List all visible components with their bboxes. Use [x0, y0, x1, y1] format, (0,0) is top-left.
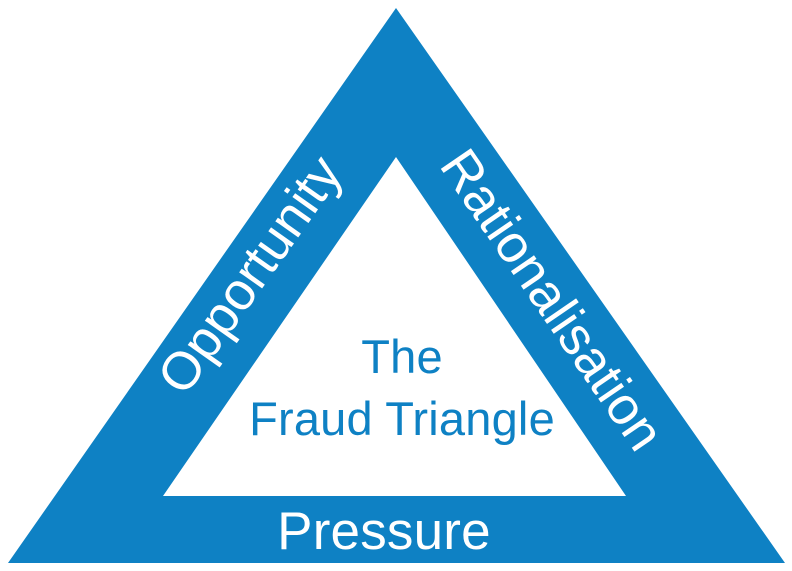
center-title-line-1: The	[361, 330, 443, 383]
triangle-band-shape	[8, 8, 785, 563]
edge-label-pressure: Pressure	[277, 502, 491, 561]
center-title-line-2: Fraud Triangle	[249, 392, 555, 445]
